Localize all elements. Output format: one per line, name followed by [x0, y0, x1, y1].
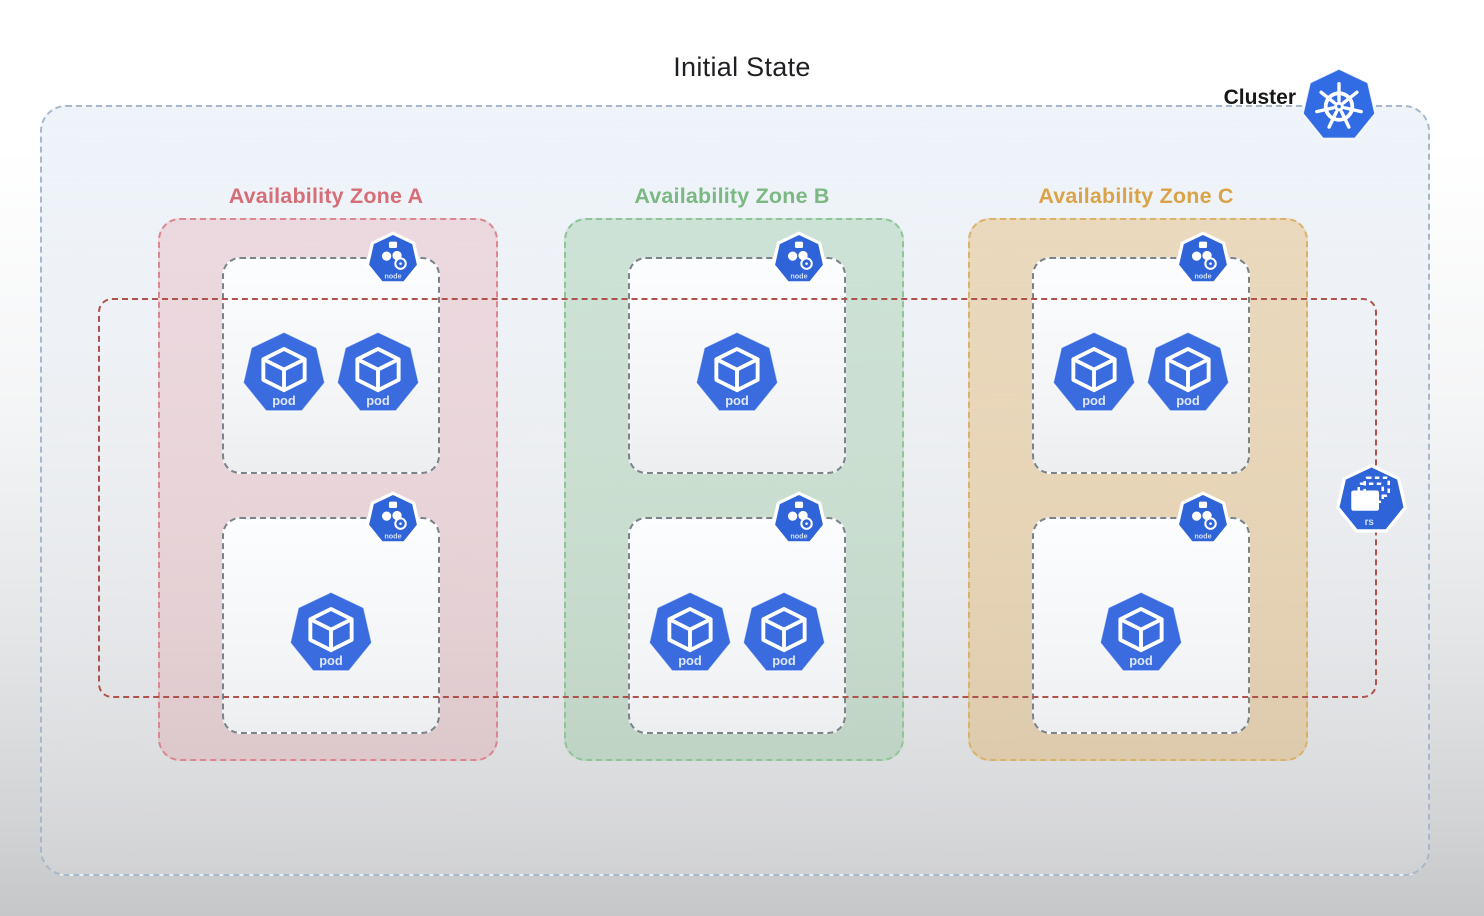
pod-label: pod — [725, 392, 749, 407]
pod-group: pod pod — [224, 259, 438, 472]
node-icon: node — [771, 231, 827, 285]
availability-zone-c: node pod pod node pod — [968, 218, 1308, 761]
page-title: Initial State — [673, 52, 811, 82]
zone-b-title: Availability Zone B — [634, 184, 830, 208]
pod-icon: pod — [1052, 331, 1136, 411]
pod-label: pod — [678, 652, 702, 667]
node-label: node — [1194, 532, 1211, 541]
kubernetes-helm-icon — [1302, 68, 1376, 140]
node-icon: node — [771, 491, 827, 545]
node-icon: node — [365, 491, 421, 545]
pod-label: pod — [772, 652, 796, 667]
replicaset-label: rs — [1365, 517, 1375, 528]
node-label: node — [790, 532, 807, 541]
pod-icon: pod — [336, 331, 420, 411]
pod-icon: pod — [742, 591, 826, 671]
node-box: node pod pod — [222, 231, 440, 474]
node-label: node — [1194, 272, 1211, 281]
pod-group: pod pod — [1034, 259, 1248, 472]
pod-group: pod — [630, 259, 844, 472]
node-label: node — [384, 532, 401, 541]
replicaset-boundary — [98, 298, 1377, 698]
pod-icon: pod — [289, 591, 373, 671]
pod-group: pod — [1034, 519, 1248, 732]
pod-label: pod — [319, 652, 343, 667]
cluster-boundary — [40, 105, 1430, 876]
pod-label: pod — [1176, 392, 1200, 407]
pod-icon: pod — [695, 331, 779, 411]
pod-group: pod pod — [630, 519, 844, 732]
node-label: node — [384, 272, 401, 281]
pod-icon: pod — [648, 591, 732, 671]
pod-icon: pod — [1146, 331, 1230, 411]
pod-group: pod — [224, 519, 438, 732]
node-label: node — [790, 272, 807, 281]
node-box: node pod — [628, 231, 846, 474]
availability-zone-b: node pod node pod pod — [564, 218, 904, 761]
pod-label: pod — [366, 392, 390, 407]
node-icon: node — [1175, 491, 1231, 545]
node-icon: node — [365, 231, 421, 285]
replicaset-icon: rs — [1335, 463, 1408, 533]
pod-icon: pod — [242, 331, 326, 411]
node-box: node pod pod — [1032, 231, 1250, 474]
zone-a-title: Availability Zone A — [228, 184, 424, 208]
pod-label: pod — [272, 392, 296, 407]
cluster-label: Cluster — [1223, 86, 1296, 109]
pod-label: pod — [1129, 652, 1153, 667]
pod-label: pod — [1082, 392, 1106, 407]
zone-c-title: Availability Zone C — [1038, 184, 1234, 208]
pod-icon: pod — [1099, 591, 1183, 671]
node-icon: node — [1175, 231, 1231, 285]
